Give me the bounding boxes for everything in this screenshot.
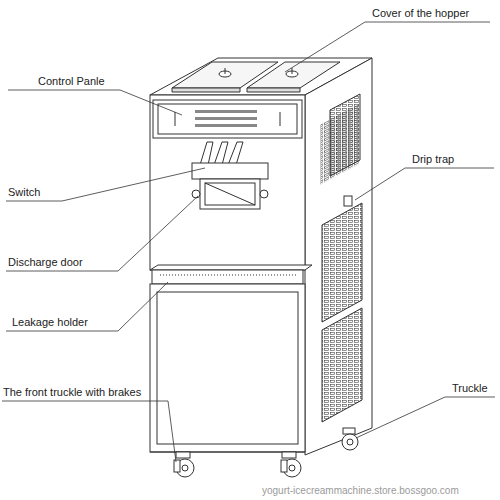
leader-line [355,168,494,200]
watermark: yogurt-icecreammachine.store.bossgoo.com [262,484,459,497]
part-label: Truckle [452,382,488,395]
part-label: The front truckle with brakes [3,386,141,399]
leader-line [356,397,495,438]
leader-line [6,196,198,271]
part-label: Control Panle [38,75,105,88]
leader-line [6,282,168,331]
leader-line [285,22,490,72]
part-label: Leakage holder [12,316,88,329]
leader-line [8,90,182,115]
part-label: Drip trap [412,153,454,166]
part-label: Switch [8,186,40,199]
part-label: Cover of the hopper [372,7,469,20]
part-label: Discharge door [8,256,83,269]
leader-line [2,401,176,462]
leader-line [6,168,205,201]
